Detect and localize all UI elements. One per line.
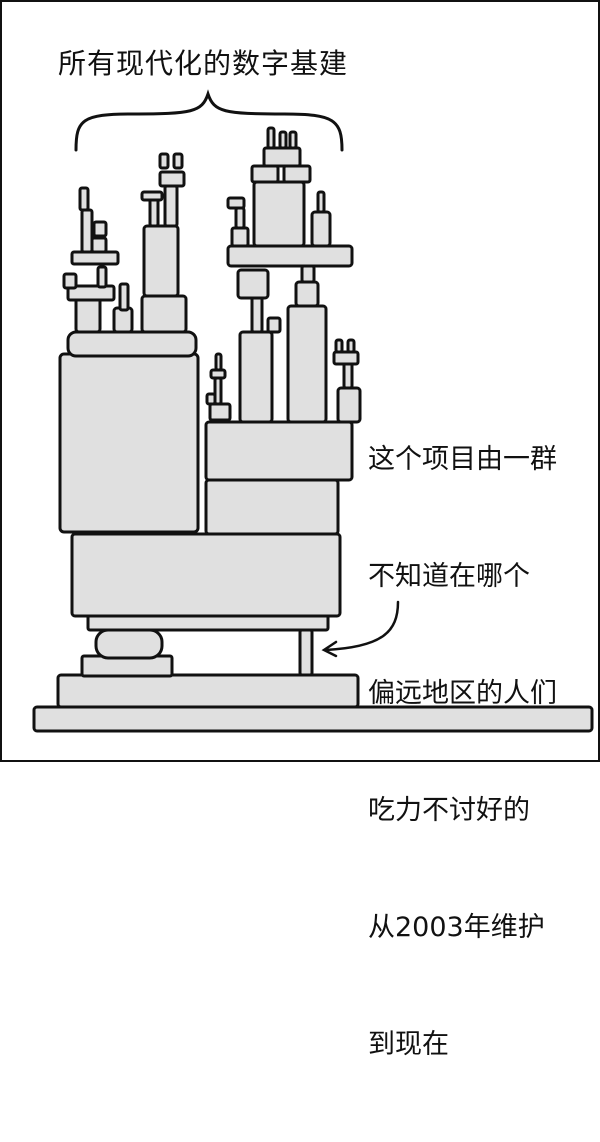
caption-line: 偏远地区的人们	[368, 678, 557, 709]
caption-line: 吃力不讨好的	[368, 795, 530, 826]
brace-icon	[74, 89, 344, 152]
comic-title: 所有现代化的数字基建	[58, 47, 349, 80]
second-slab	[56, 673, 360, 709]
arrow-icon	[321, 600, 400, 658]
caption-line: 这个项目由一群	[368, 444, 557, 475]
caption-line: 不知道在哪个	[368, 561, 530, 592]
caption-line: 到现在	[368, 1029, 449, 1060]
caption-line: 从2003年维护	[368, 912, 545, 943]
comic-panel: 所有现代化的数字基建	[0, 0, 600, 1060]
caption: 这个项目由一群 不知道在哪个 偏远地区的人们 吃力不讨好的 从2003年维护 到…	[368, 362, 557, 1142]
tower-illustration	[32, 89, 594, 733]
tiny-project-pillar	[298, 628, 314, 677]
